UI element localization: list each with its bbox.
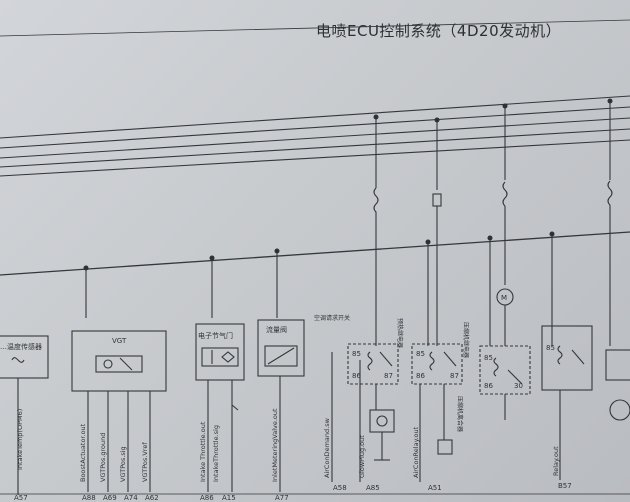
left-sensor-box <box>0 335 49 379</box>
right-edge-box <box>605 349 630 381</box>
pin-flow-valve: A77 <box>275 494 289 502</box>
throttle-inner <box>201 347 239 367</box>
junction-dot <box>83 265 89 271</box>
junction-dot <box>434 117 440 123</box>
motor-relay-pin85: 85 <box>484 354 493 362</box>
pin-vgt-vref: A62 <box>145 494 159 502</box>
junction-dot <box>607 98 613 104</box>
signal-left-sensor: IntakeTemp(OPM6) <box>16 409 24 470</box>
throttle-label: 电子节气门 <box>198 331 233 340</box>
glowplug-box <box>369 409 395 433</box>
glow-relay-pin85: 85 <box>352 350 361 358</box>
junction-dot <box>425 239 431 245</box>
main-bus <box>0 231 630 276</box>
vgt-box <box>71 330 167 392</box>
glowplug-symbol <box>376 415 388 427</box>
signal-aircon-relay: AirConRelay.out <box>412 426 420 478</box>
aircon-relay-pin87: 87 <box>450 372 459 380</box>
motor-relay-pin30: 30 <box>514 382 523 390</box>
signal-vgt-ground: VGTPos.ground <box>99 433 107 482</box>
vgt-inner <box>95 355 143 373</box>
signal-throttle-out: Intake Throttle.out <box>199 421 207 482</box>
fuse-right <box>607 180 613 206</box>
power-bus-4 <box>0 128 630 168</box>
aircon-relay-switch <box>443 351 457 367</box>
glow-relay-label: 预热继电器 <box>396 318 404 348</box>
pin-right: B57 <box>558 482 572 490</box>
pin-boost: A88 <box>82 494 96 502</box>
motor-relay-coil <box>493 357 499 377</box>
motor-relay-pin86: 86 <box>484 382 493 390</box>
fuse-glow <box>373 187 379 220</box>
pin-glow: A85 <box>366 484 380 492</box>
junction-dot <box>487 235 493 241</box>
power-bus-3 <box>0 117 630 159</box>
signal-vgt-vref: VGTPos.Vref <box>141 442 149 482</box>
signal-flow-valve: InletMeteringValve.out <box>271 408 279 482</box>
motor-relay-switch <box>507 369 523 385</box>
signal-relay-out: Relay.out <box>552 446 560 476</box>
flowvalve-inner <box>264 345 298 367</box>
junction-dot <box>549 231 555 237</box>
glow-relay-coil <box>367 351 373 371</box>
top-border-line <box>0 19 630 37</box>
flowvalve-box <box>257 319 305 377</box>
junction-dot <box>274 248 280 254</box>
vgt-symbol <box>103 359 113 369</box>
throttle-diamond <box>221 351 235 363</box>
pin-vgt-ground: A69 <box>103 494 117 502</box>
aircon-relay-pin86: 86 <box>416 372 425 380</box>
junction-dot <box>373 114 379 120</box>
ac-label: 空调请求开关 <box>314 314 350 322</box>
flowvalve-label: 流量阀 <box>266 325 287 334</box>
power-bus-2 <box>0 106 630 149</box>
motor-label: M <box>501 294 507 302</box>
right-edge-circle <box>609 399 630 421</box>
fuse-motor <box>502 181 508 207</box>
aircon-relay-pin85: 85 <box>416 350 425 358</box>
pin-aircon: A51 <box>428 484 442 492</box>
throttle-box <box>195 323 245 381</box>
pin-vgt-sig: A74 <box>124 494 138 502</box>
pin-ac-demand: A58 <box>333 484 347 492</box>
right-relay-coil <box>557 345 563 365</box>
aircon-relay-box <box>411 343 463 385</box>
right-relay-box <box>541 325 593 391</box>
compressor-relay-label: 压缩机继电器 <box>462 322 470 358</box>
aircon-relay-coil <box>429 351 435 371</box>
signal-ac-demand: AirConDemand.sw <box>323 417 331 478</box>
junction-dot <box>502 103 508 109</box>
signal-boost-actuator: BoostActuator.out <box>79 423 87 482</box>
glow-relay-pin87: 87 <box>384 372 393 380</box>
pin-throttle-out: A86 <box>200 494 214 502</box>
vgt-label: VGT <box>112 337 127 345</box>
signal-vgt-sig: VGTPos.sig <box>119 446 127 482</box>
left-sensor-symbol <box>11 357 25 363</box>
compressor-clutch <box>437 439 453 455</box>
pin-throttle-sig: A15 <box>222 494 236 502</box>
right-relay-pin85: 85 <box>546 344 555 352</box>
pin-left: A57 <box>14 494 28 502</box>
glow-relay-box <box>347 343 399 385</box>
right-relay-switch <box>571 349 585 365</box>
flowvalve-symbol <box>267 347 295 365</box>
power-bus-1 <box>0 95 630 139</box>
signal-throttle-sig: IntakeThrottle.sig <box>212 425 220 482</box>
glow-relay-pin86: 86 <box>352 372 361 380</box>
glow-relay-switch <box>379 351 393 367</box>
vgt-arrow <box>119 357 133 371</box>
left-sensor-label: …温度传感器 <box>0 342 42 351</box>
fuse-aircon <box>432 193 442 207</box>
signal-glow-plug: GlowPlug.out <box>358 435 366 478</box>
junction-dot <box>209 255 215 261</box>
power-bus-5 <box>0 139 630 177</box>
compressor-label: 压缩机离合器 <box>456 396 464 432</box>
throttle-ground <box>231 404 239 411</box>
